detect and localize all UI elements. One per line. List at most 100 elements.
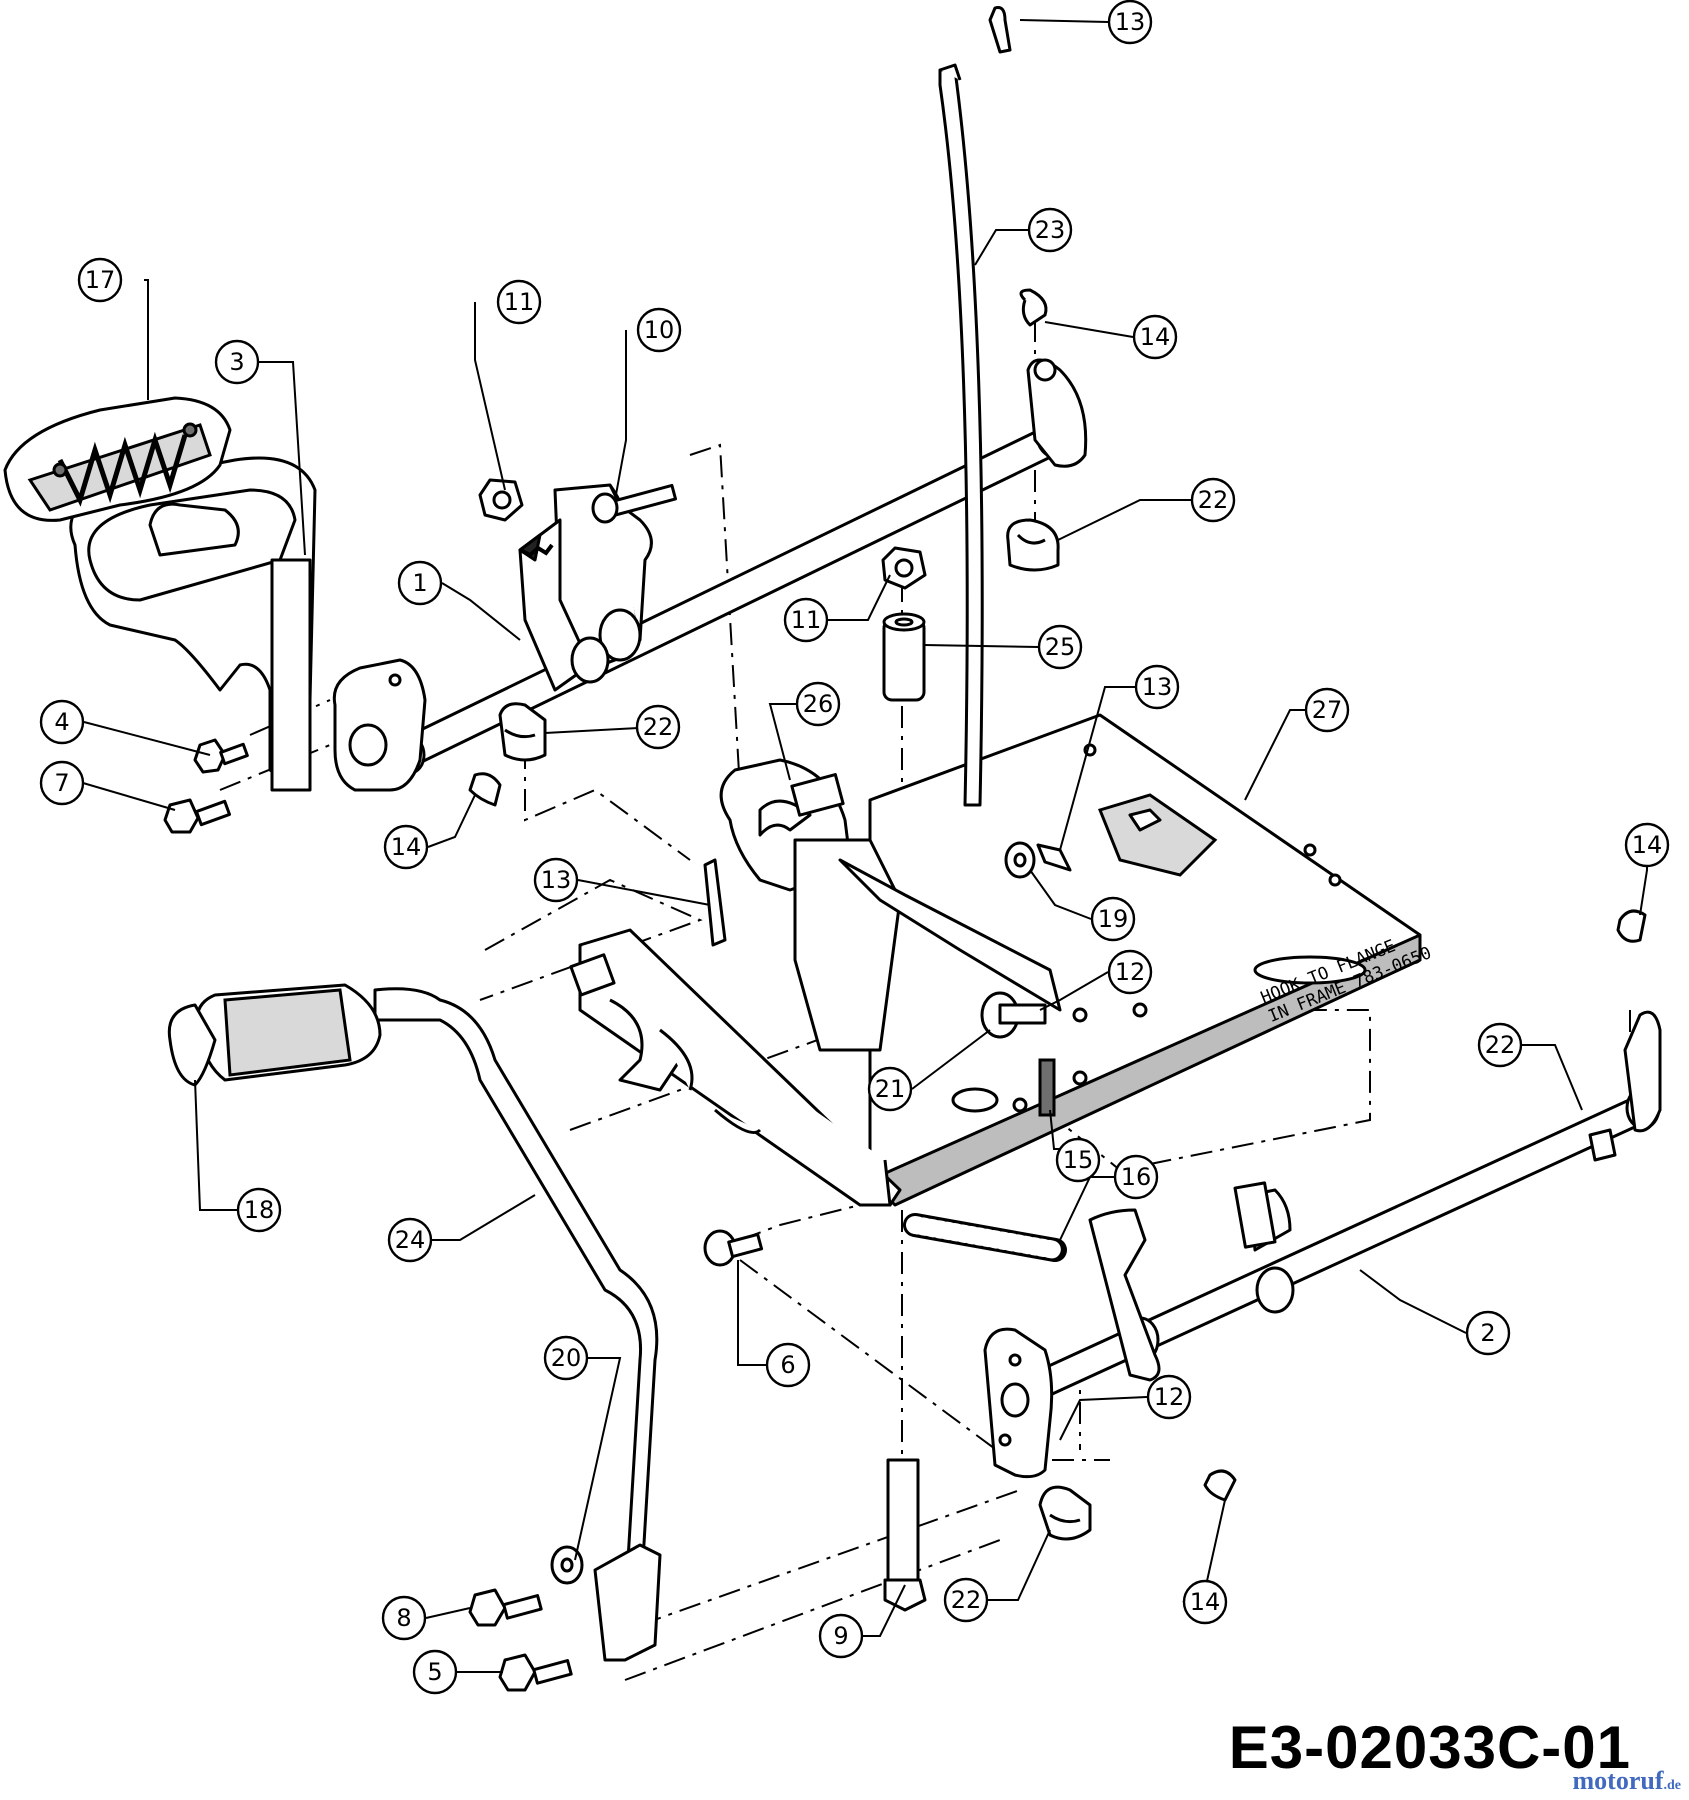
control-rod [938,63,984,807]
callout-25[interactable]: 25 [1037,624,1083,670]
callout-6[interactable]: 6 [765,1342,811,1388]
callout-13-center[interactable]: 13 [533,857,579,903]
callout-23[interactable]: 23 [1027,207,1073,253]
svg-text:5: 5 [427,1658,442,1686]
extension-spring [903,1213,1067,1262]
svg-text:18: 18 [244,1196,275,1224]
svg-text:13: 13 [1115,8,1146,36]
callout-16[interactable]: 16 [1113,1154,1159,1200]
drawing-id: E3-02033C-01 [1228,1714,1631,1781]
svg-text:27: 27 [1312,696,1343,724]
callout-22-lower[interactable]: 22 [943,1577,989,1623]
callout-9[interactable]: 9 [818,1613,864,1659]
callout-13-top[interactable]: 13 [1107,0,1153,45]
svg-text:22: 22 [951,1586,982,1614]
cotter-pin-top [988,6,1012,54]
svg-text:12: 12 [1115,958,1146,986]
svg-text:14: 14 [1190,1588,1221,1616]
cotter-pin-right [1036,843,1072,872]
callout-8[interactable]: 8 [381,1595,427,1641]
bolt-7 [163,798,231,834]
svg-text:14: 14 [1632,831,1663,859]
pedal-plate [69,456,317,792]
callout-22-right[interactable]: 22 [1477,1022,1523,1068]
bushing-upper-right [1006,518,1060,572]
callout-14-lower[interactable]: 14 [1182,1579,1228,1625]
callout-19[interactable]: 19 [1090,896,1136,942]
spacer-tube [882,612,926,702]
lock-nut-upper [881,546,927,590]
svg-text:15: 15 [1063,1146,1094,1174]
callout-24[interactable]: 24 [387,1217,433,1263]
watermark: motoruf.de [1573,1766,1681,1796]
callout-27[interactable]: 27 [1304,687,1350,733]
svg-text:25: 25 [1045,633,1076,661]
callout-17[interactable]: 17 [77,257,123,303]
bolt-9 [883,1458,927,1612]
lever-arm-upper-right [1026,358,1088,468]
svg-text:16: 16 [1121,1163,1152,1191]
svg-text:14: 14 [391,833,422,861]
callout-12-lower[interactable]: 12 [1146,1374,1192,1420]
bolt-21 [980,991,1047,1039]
pivot-plate-left [332,658,427,792]
callout-14-left[interactable]: 14 [383,824,429,870]
callout-20[interactable]: 20 [543,1335,589,1381]
svg-text:22: 22 [1198,486,1229,514]
bolt-4 [193,738,249,774]
svg-text:7: 7 [54,769,69,797]
callout-11-center[interactable]: 11 [783,597,829,643]
callout-11-top[interactable]: 11 [496,279,542,325]
lock-nut-left [478,478,524,522]
callout-10[interactable]: 10 [636,307,682,353]
svg-text:10: 10 [644,316,675,344]
callout-4[interactable]: 4 [39,699,85,745]
callout-3[interactable]: 3 [214,339,260,385]
callout-15[interactable]: 15 [1055,1137,1101,1183]
hairpin-lower [1203,1469,1237,1502]
svg-text:1: 1 [412,569,427,597]
pivot-plate-lower [983,1327,1054,1479]
hairpin-right [1616,909,1647,943]
callout-12-upper[interactable]: 12 [1107,949,1153,995]
callout-22-upper-left[interactable]: 22 [635,704,681,750]
svg-text:22: 22 [1485,1031,1516,1059]
callout-18[interactable]: 18 [236,1187,282,1233]
bushing-upper-left [498,702,547,762]
brake-pedal-arm [167,983,662,1662]
bolt-5 [498,1653,573,1692]
callout-7[interactable]: 7 [39,760,85,806]
svg-text:13: 13 [541,866,572,894]
watermark-suffix: .de [1663,1778,1682,1793]
svg-text:9: 9 [833,1622,848,1650]
callout-22-upper-right[interactable]: 22 [1190,477,1236,523]
watermark-text: motoruf [1572,1766,1664,1795]
callout-21[interactable]: 21 [867,1066,913,1112]
svg-text:12: 12 [1154,1383,1185,1411]
callout-13-right[interactable]: 13 [1134,664,1180,710]
callout-1[interactable]: 1 [397,560,443,606]
svg-text:19: 19 [1098,905,1129,933]
pedal-pad [3,396,232,522]
hairpin-upper-left [468,772,502,807]
callout-5[interactable]: 5 [412,1649,458,1695]
svg-text:22: 22 [643,713,674,741]
bushing-lower [1038,1485,1092,1541]
mount-bracket [719,758,1062,1052]
hairpin-upper-right [1019,288,1048,327]
svg-text:11: 11 [504,288,535,316]
svg-text:4: 4 [54,708,69,736]
callout-14-upper-right[interactable]: 14 [1132,314,1178,360]
callout-26[interactable]: 26 [795,681,841,727]
spring-pin [1038,1058,1056,1117]
svg-text:3: 3 [229,348,244,376]
callout-2[interactable]: 2 [1465,1310,1511,1356]
callouts: 1 2 3 4 5 6 7 8 9 10 11 11 12 12 13 13 1… [39,0,1670,1695]
svg-text:17: 17 [85,266,116,294]
pivot-plate-upper [518,483,678,692]
washer-20 [550,1545,584,1585]
callout-14-far-right[interactable]: 14 [1624,822,1670,868]
bolt-6 [703,1229,764,1267]
bolt-8 [468,1588,543,1627]
